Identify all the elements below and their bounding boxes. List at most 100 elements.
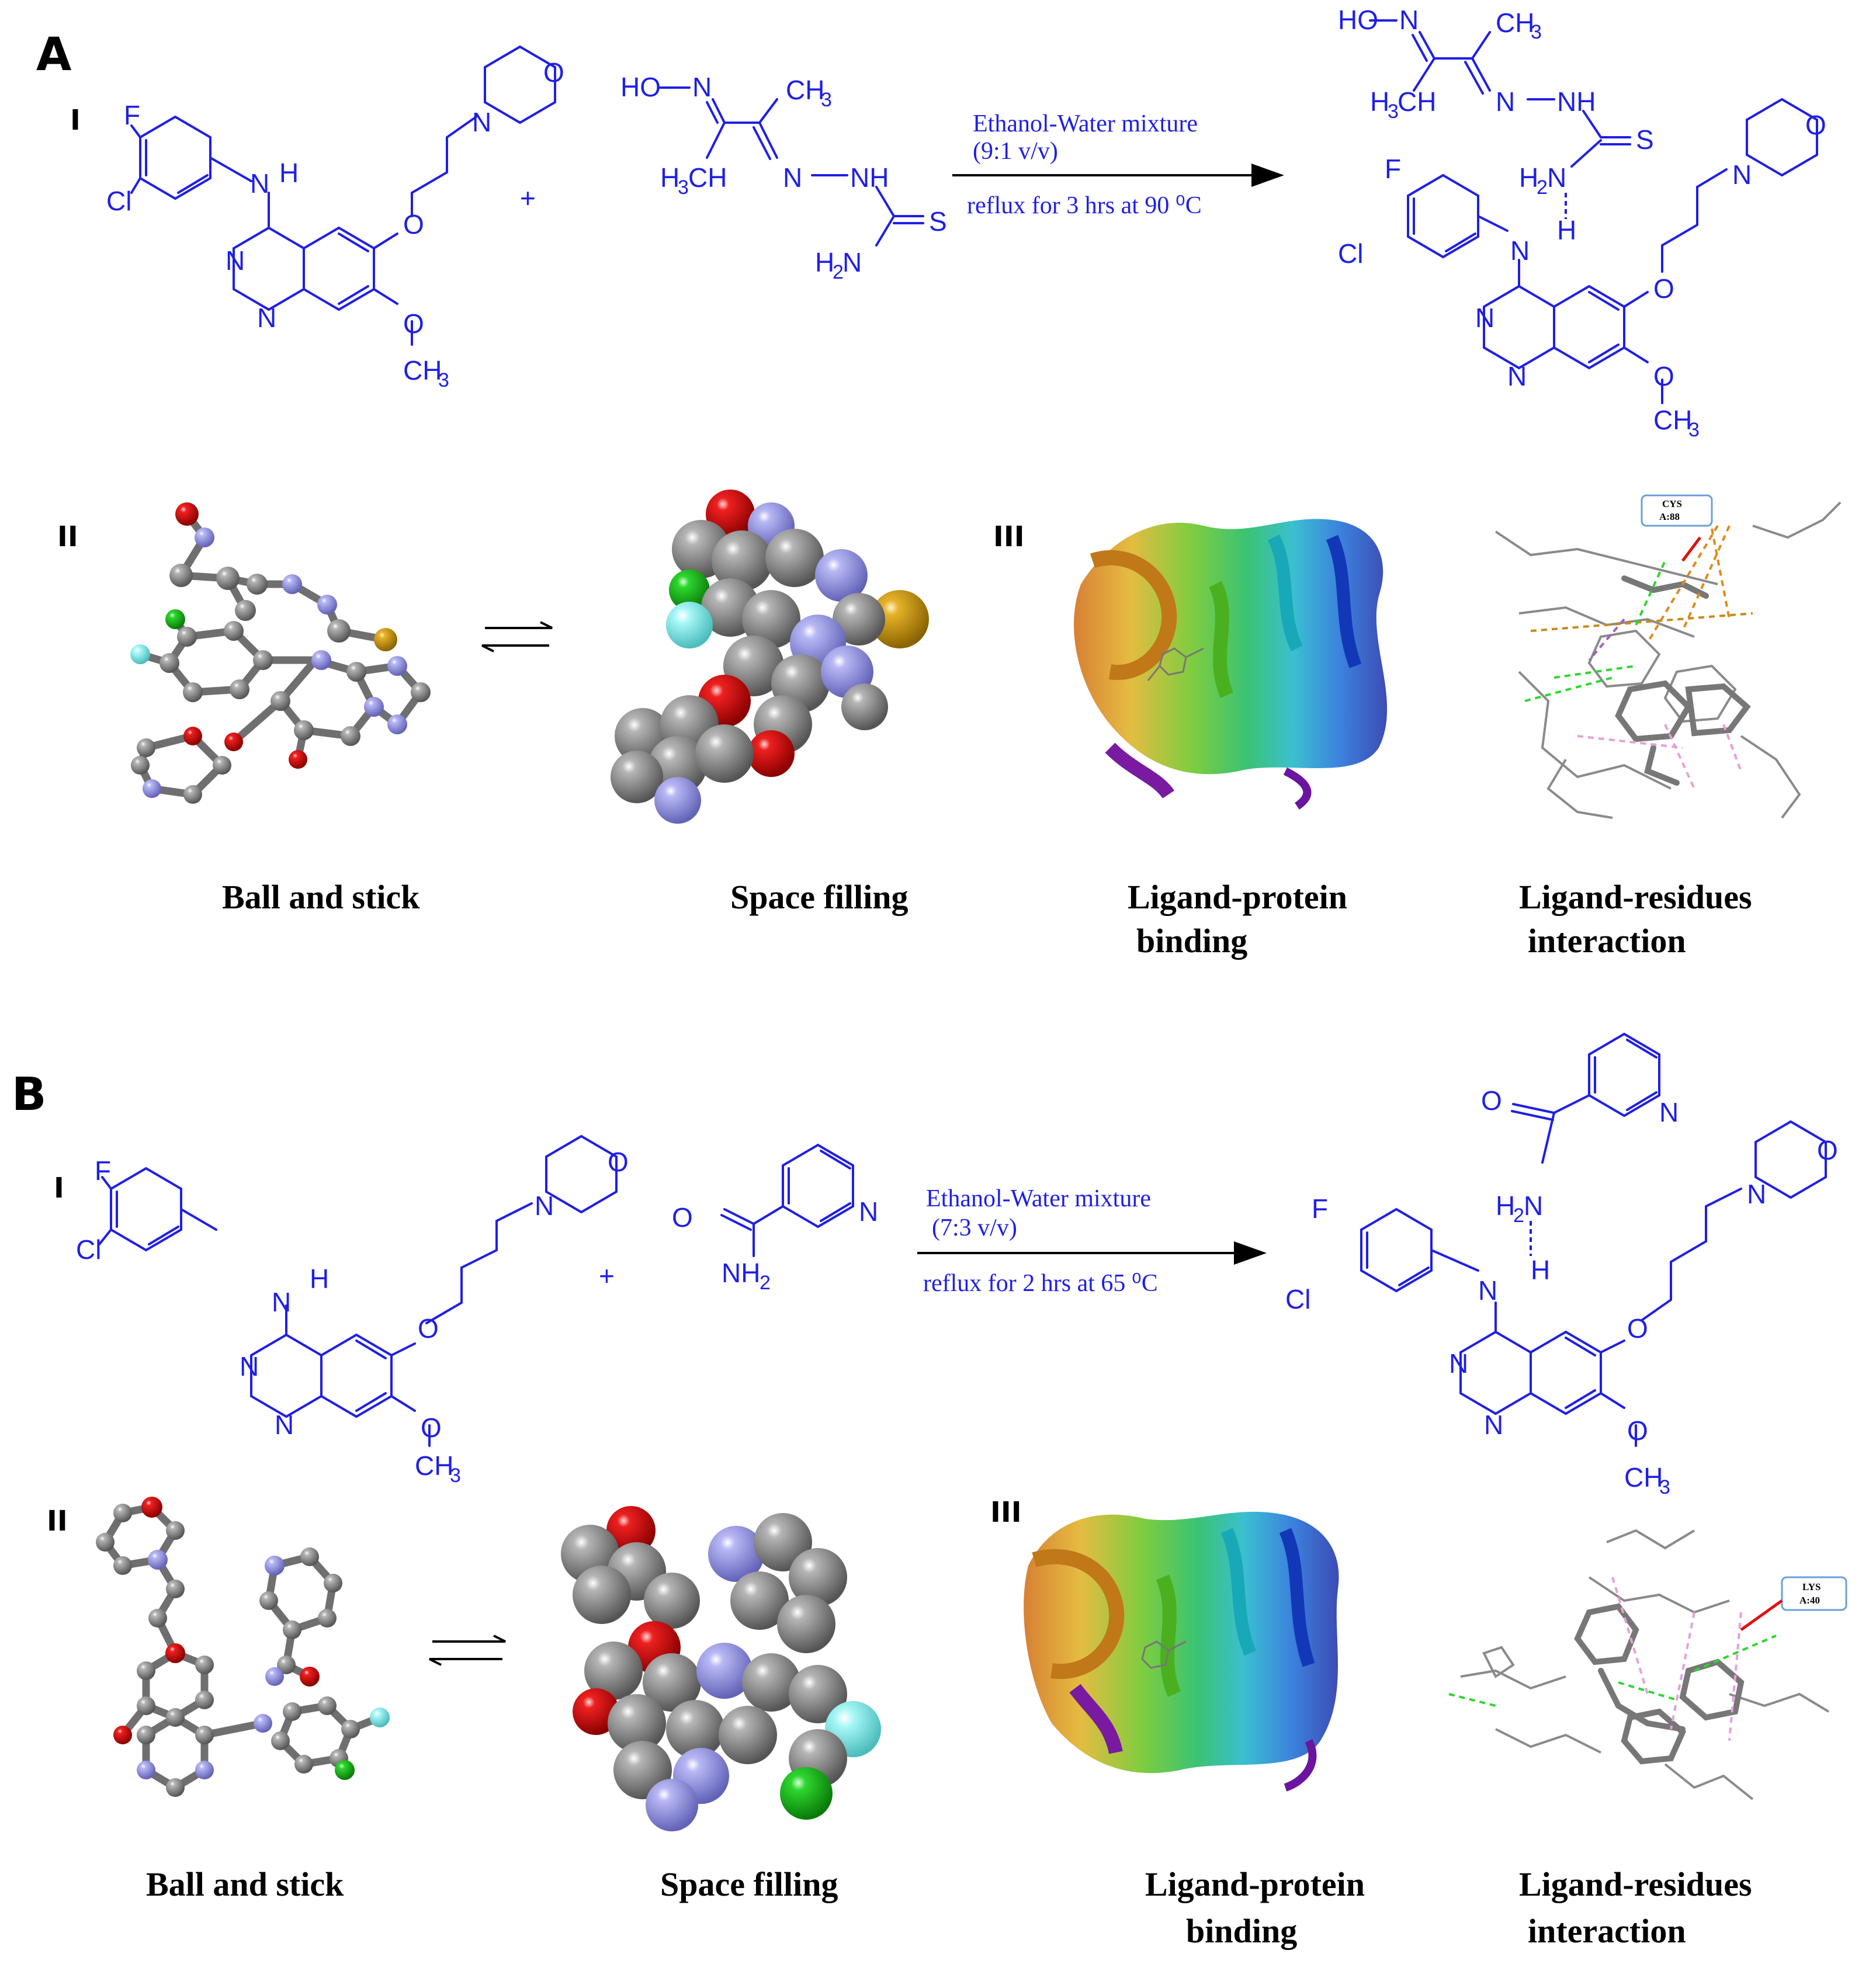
panel-label-b: B (12, 1068, 46, 1121)
panel-a-reaction-arrow: Ethanol-Water mixture (9:1 v/v) reflux f… (952, 110, 1284, 219)
panel-a-ligand-residues-interaction: CYS A:88 (1494, 494, 1842, 819)
product-b-o-ether: O (1627, 1313, 1648, 1344)
panel-b-space-filling-model (561, 1506, 881, 1831)
atom-cl: Cl (106, 186, 131, 216)
panel-b-caption-ball-and-stick: Ball and stick (146, 1865, 344, 1903)
product-b-f: F (1312, 1193, 1328, 1224)
lys-residue-box (1781, 1576, 1847, 1611)
atom-ch3: CH (403, 355, 442, 386)
atom-n-ring-1: N (226, 245, 245, 276)
product-a-f: F (1385, 154, 1401, 184)
product-a-cl: Cl (1338, 238, 1363, 269)
product-a-ch3: CH (1496, 8, 1534, 38)
product-a-o-ether: O (1653, 273, 1674, 304)
atom-s: S (929, 206, 947, 237)
panel-b-caption-interaction-2: interaction (1528, 1912, 1686, 1950)
nicotinamide-nh2-sub: 2 (760, 1272, 771, 1294)
product-a-h3c: H (1370, 86, 1389, 117)
panel-a-product-structure: HO N CH 3 H 3 CH N NH S H 2 N H F Cl N N… (1338, 5, 1826, 441)
atom-nh: NH (850, 162, 889, 193)
residue-b-name: LYS (1802, 1581, 1821, 1592)
product-a-n-amine: N (1510, 235, 1530, 266)
atom-h2n: H (815, 247, 834, 277)
panel-a-caption-ball-and-stick: Ball and stick (222, 878, 420, 916)
panel-a-caption-binding-2: binding (1136, 922, 1247, 960)
panel-b-condition-line3: reflux for 2 hrs at 65 ⁰C (923, 1270, 1158, 1297)
residue-a-name: CYS (1662, 498, 1682, 509)
b-atom-o-methoxy: O (421, 1413, 442, 1443)
panel-b-plus-sign: + (599, 1261, 615, 1291)
panel-b-reaction-arrow: Ethanol-Water mixture (7:3 v/v) reflux f… (917, 1185, 1267, 1297)
panel-b-equilibrium-arrows (429, 1635, 506, 1666)
panel-b-product-structure: O N H 2 N H F Cl N N N O O CH 3 N O (1285, 1032, 1838, 1498)
atom-ch3-sub: 3 (438, 369, 449, 391)
b-atom-n-ring-2: N (275, 1410, 294, 1440)
panel-a-caption-interaction-1: Ligand-residues (1519, 878, 1752, 916)
panel-label-a: A (36, 29, 71, 81)
b-atom-n-amine: N (272, 1287, 291, 1317)
panel-b-row-iii-label: III (990, 1496, 1022, 1529)
product-a-nh: NH (1557, 86, 1596, 117)
product-b-ch3-sub: 3 (1659, 1476, 1670, 1498)
product-b-n-ring-1: N (1449, 1348, 1468, 1379)
atom-o-morpholine: O (543, 57, 564, 88)
panel-a-row-iii-label: III (993, 520, 1025, 553)
b-atom-o-ether: O (418, 1313, 439, 1344)
atom-o-ether: O (403, 209, 424, 240)
panel-a-ball-and-stick-model (130, 502, 431, 804)
b-atom-n-ring-1: N (240, 1351, 259, 1382)
cys-residue-box (1641, 494, 1713, 527)
atom-h3c-c: CH (688, 162, 727, 193)
b-atom-n-morpholine: N (535, 1191, 554, 1221)
product-b-n-morpholine: N (1747, 1179, 1766, 1209)
product-a-h-bond-h: H (1557, 215, 1576, 245)
product-b-o-methoxy: O (1627, 1415, 1648, 1446)
product-a-ch3-methoxy-sub: 3 (1688, 419, 1700, 441)
residue-b-id: A:40 (1799, 1595, 1820, 1606)
atom-h2n-n: N (842, 247, 862, 277)
b-atom-cl: Cl (76, 1234, 101, 1265)
panel-a-equilibrium-arrows (481, 621, 553, 653)
panel-b-caption-space-filling: Space filling (660, 1865, 838, 1903)
panel-a-gefitinib-structure: F Cl N H N N O O CH 3 N O (106, 45, 564, 391)
product-a-o-morpholine: O (1805, 110, 1826, 140)
residue-a-id: A:88 (1659, 511, 1680, 522)
panel-b-row-i-label: I (54, 1172, 64, 1205)
panel-b-ligand-residues-interaction: LYS A:40 (1448, 1529, 1847, 1800)
product-a-ho: HO (1338, 5, 1378, 35)
panel-a-caption-binding-1: Ligand-protein (1128, 878, 1347, 916)
product-b-cl: Cl (1285, 1284, 1310, 1314)
product-b-ch3: CH (1624, 1462, 1663, 1493)
panel-b-ligand-protein-binding (1024, 1511, 1339, 1792)
panel-a-row-ii-label: II (57, 520, 78, 553)
panel-a-condition-line2: (9:1 v/v) (973, 138, 1058, 165)
atom-f: F (124, 100, 140, 130)
atom-h-amine: H (279, 158, 299, 188)
panel-b-ball-and-stick-model (96, 1497, 390, 1797)
panel-b-condition-line1: Ethanol-Water mixture (926, 1185, 1151, 1212)
atom-h3c: H (660, 162, 679, 193)
nicotinamide-n-ring: N (859, 1196, 878, 1227)
product-a-ch3-sub: 3 (1531, 21, 1542, 43)
atom-n-amine: N (250, 168, 269, 199)
panel-a-condition-line3: reflux for 3 hrs at 90 ⁰C (967, 192, 1202, 219)
product-a-h3c-sub: 3 (1388, 100, 1399, 123)
product-a-h2n-n: N (1547, 162, 1566, 193)
atom-o-methoxy: O (403, 308, 424, 339)
product-b-o: O (1481, 1085, 1502, 1116)
b-atom-h-amine: H (310, 1264, 329, 1294)
product-b-h2n-n: N (1524, 1191, 1543, 1221)
panel-a-caption-interaction-2: interaction (1528, 922, 1686, 960)
b-atom-ch3: CH (415, 1450, 453, 1481)
atom-n-oxime: N (692, 72, 712, 102)
atom-n-morpholine: N (472, 107, 491, 137)
product-a-h2n: H (1519, 162, 1538, 193)
product-a-h3c-c: CH (1398, 86, 1436, 117)
atom-n-ring-2: N (257, 303, 276, 333)
panel-b-caption-interaction-1: Ligand-residues (1519, 1865, 1752, 1903)
panel-b-caption-binding-2: binding (1186, 1912, 1297, 1950)
atom-h2n-sub: 2 (833, 261, 844, 283)
b-atom-o-morpholine: O (608, 1147, 629, 1177)
